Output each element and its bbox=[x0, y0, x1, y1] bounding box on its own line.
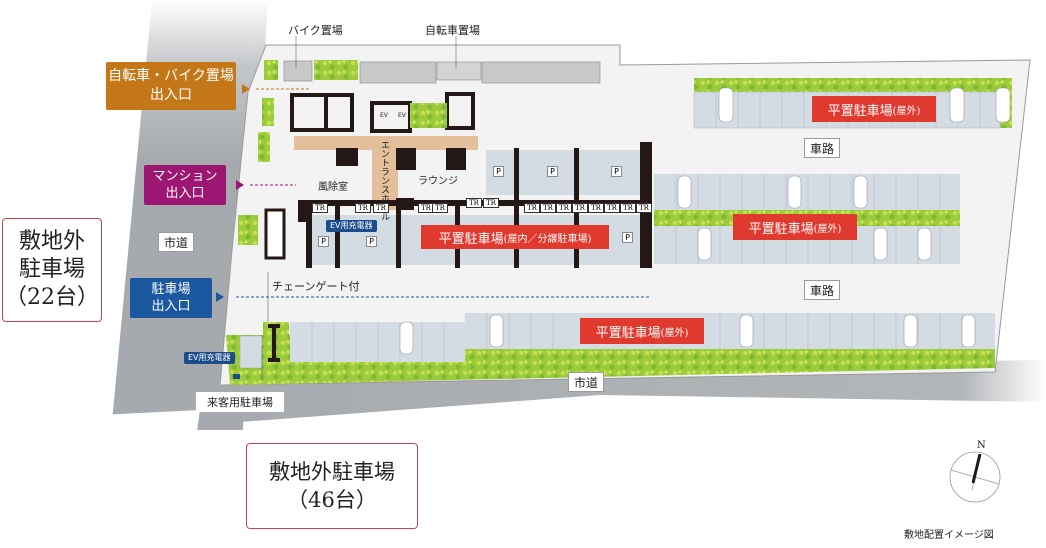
trunk-room: TR bbox=[572, 203, 588, 213]
outdoor-top-sub: (屋外) bbox=[892, 105, 921, 117]
trunk-room: TR bbox=[620, 203, 636, 213]
bicycle-entrance-line2: 出入口 bbox=[150, 87, 192, 103]
compass-north-label: N bbox=[977, 440, 986, 451]
ev-charger-indoor-label: EV用充電器 bbox=[326, 220, 377, 232]
outdoor-top-main: 平置駐車場 bbox=[827, 103, 893, 119]
parking-space-marker: P bbox=[622, 232, 633, 243]
entrance-hall-label: エントランスホール bbox=[379, 140, 389, 221]
trunk-room: TR bbox=[432, 203, 448, 213]
bicycle-entrance-label: 自転車・バイク置場 出入口 bbox=[106, 62, 236, 110]
parking-entrance-label: 駐車場 出入口 bbox=[130, 278, 212, 318]
bicycle-parking-label: 自転車置場 bbox=[425, 24, 480, 37]
parking-space-marker: P bbox=[493, 166, 504, 177]
drive-lane-lower-label: 車路 bbox=[804, 280, 840, 300]
south-greenery bbox=[226, 335, 995, 385]
city-road-west-label: 市道 bbox=[158, 232, 194, 252]
mansion-entrance-line1: マンション bbox=[152, 169, 218, 184]
trunk-room: TR bbox=[588, 203, 604, 213]
ev-charger-visitor-label: EV用充電器 bbox=[184, 352, 235, 364]
parking-entrance-line2: 出入口 bbox=[151, 299, 191, 314]
entrance-arrows bbox=[216, 84, 650, 302]
offsite-22-line2: 駐車場 bbox=[18, 257, 85, 282]
mansion-entrance-label: マンション 出入口 bbox=[144, 165, 226, 205]
outdoor-parking-middle-tag: 平置駐車場(屋外) bbox=[733, 214, 857, 240]
trunk-room: TR bbox=[483, 198, 499, 208]
dust-room-label: 風除室 bbox=[318, 182, 348, 193]
compass-icon bbox=[949, 451, 1001, 503]
offsite-22-line3: （22台） bbox=[5, 285, 99, 310]
outdoor-parking-top-tag: 平置駐車場(屋外) bbox=[812, 96, 936, 122]
bike-parking-label: バイク置場 bbox=[288, 24, 343, 37]
offsite-parking-46: 敷地外駐車場 （46台） bbox=[246, 443, 418, 529]
parking-space-marker: P bbox=[547, 166, 558, 177]
lounge-label: ラウンジ bbox=[418, 176, 458, 187]
elevator-label-1: EV bbox=[380, 112, 388, 119]
parking-space-marker: P bbox=[611, 166, 622, 177]
entrance-hall bbox=[294, 136, 478, 210]
trunk-room: TR bbox=[524, 203, 540, 213]
elevator-label-2: EV bbox=[398, 112, 406, 119]
outdoor-parking-bottom-tag: 平置駐車場(屋外) bbox=[580, 318, 704, 344]
parking-space-marker: P bbox=[366, 236, 377, 247]
parking-space-marker: P bbox=[318, 236, 329, 247]
outdoor-middle-main: 平置駐車場 bbox=[748, 221, 814, 237]
parking-entrance-line1: 駐車場 bbox=[151, 282, 191, 297]
trunk-room: TR bbox=[556, 203, 572, 213]
trunk-room: TR bbox=[373, 203, 389, 213]
outdoor-bottom-main: 平置駐車場 bbox=[595, 325, 661, 341]
offsite-22-line1: 敷地外 bbox=[18, 229, 85, 254]
indoor-sub: (屋内／分譲駐車場) bbox=[503, 233, 592, 245]
indoor-parking-tag: 平置駐車場(屋内／分譲駐車場) bbox=[421, 225, 609, 249]
offsite-46-line1: 敷地外駐車場 bbox=[269, 460, 395, 484]
outdoor-bottom-sub: (屋外) bbox=[660, 327, 689, 339]
map-caption: 敷地配置イメージ図 bbox=[904, 530, 994, 541]
trunk-room: TR bbox=[636, 203, 652, 213]
trunk-room: TR bbox=[355, 203, 371, 213]
drive-lane-upper-label: 車路 bbox=[804, 138, 840, 158]
bicycle-entrance-line1: 自転車・バイク置場 bbox=[108, 68, 234, 84]
trunk-room: TR bbox=[604, 203, 620, 213]
offsite-46-line2: （46台） bbox=[287, 488, 377, 512]
offsite-parking-22: 敷地外 駐車場 （22台） bbox=[2, 218, 102, 322]
trunk-room: TR bbox=[466, 198, 482, 208]
trunk-room: TR bbox=[312, 203, 328, 213]
trunk-room: TR bbox=[540, 203, 556, 213]
city-road-south-label: 市道 bbox=[568, 372, 604, 392]
indoor-main: 平置駐車場 bbox=[438, 231, 504, 247]
outdoor-middle-sub: (屋外) bbox=[813, 223, 842, 235]
visitor-parking-label: 来客用駐車場 bbox=[196, 392, 284, 412]
mansion-entrance-line2: 出入口 bbox=[165, 186, 205, 201]
chain-gate-label: チェーンゲート付 bbox=[272, 280, 360, 293]
